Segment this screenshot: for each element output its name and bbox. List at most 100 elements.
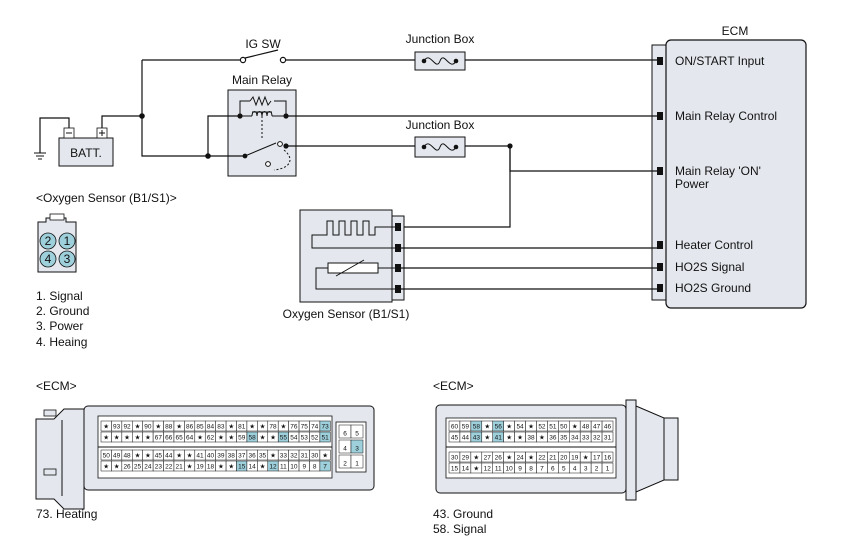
battery-positive-wire xyxy=(101,115,142,128)
o2-sensor-box xyxy=(299,209,393,303)
o2-sensor-terminals xyxy=(395,223,401,293)
sensor-pin-3: 3 xyxy=(64,252,71,266)
pin-number: 44 xyxy=(462,435,470,442)
pin-number: 10 xyxy=(290,464,298,471)
pin-number: 27 xyxy=(484,455,492,462)
pin-number: 39 xyxy=(217,453,225,460)
ecm-right-connector-body xyxy=(435,399,679,501)
junction-box-2-fuse xyxy=(414,136,466,158)
ground-symbol xyxy=(34,117,70,160)
pin-number: 67 xyxy=(155,435,163,442)
pin-number: 46 xyxy=(604,424,612,431)
pin-number: 3 xyxy=(355,446,359,453)
pin-number: 38 xyxy=(228,453,236,460)
pin-number: ★ xyxy=(506,454,512,462)
ecm-right-legend-1: 43. Ground xyxy=(433,507,493,521)
pin-number: 3 xyxy=(584,466,588,473)
pin-number: 32 xyxy=(290,453,298,460)
pin-number: ★ xyxy=(187,452,193,460)
pin-number: 22 xyxy=(165,464,173,471)
pin-number: ★ xyxy=(484,423,490,431)
pin-number: 6 xyxy=(343,431,347,438)
sensor-legend-2: 2. Ground xyxy=(36,304,89,318)
pin-number: 64 xyxy=(186,435,194,442)
junction-box-1-label: Junction Box xyxy=(406,32,475,46)
pin-number: ★ xyxy=(322,452,328,460)
pin-number: ★ xyxy=(260,434,266,442)
ecm-pin-power: Power xyxy=(675,177,709,191)
ecm-left-legend-1: 73. Heating xyxy=(36,507,97,521)
pin-number: 22 xyxy=(538,455,546,462)
pin-number: 33 xyxy=(280,453,288,460)
pin-number: ★ xyxy=(583,454,589,462)
pin-number: 21 xyxy=(176,464,184,471)
pin-number: 52 xyxy=(311,435,319,442)
pin-number: 4 xyxy=(573,466,577,473)
pin-number: 35 xyxy=(560,435,568,442)
pin-number: 2 xyxy=(343,461,347,468)
pin-number: 30 xyxy=(451,455,459,462)
pin-number: 65 xyxy=(176,435,184,442)
pin-number: 11 xyxy=(495,466,502,473)
ecm-pin-ho2s-ground: HO2S Ground xyxy=(675,281,751,295)
pin-number: 15 xyxy=(451,466,459,473)
relay-coil xyxy=(239,95,287,140)
pin-number: 24 xyxy=(144,464,152,471)
pin-number: ★ xyxy=(103,423,109,431)
junction-box-1-fuse xyxy=(414,51,466,71)
pin-number: 31 xyxy=(604,435,612,442)
ecm-box xyxy=(665,39,807,309)
sensor-connector-face xyxy=(37,213,77,273)
pin-number: 35 xyxy=(259,453,267,460)
pin-number: 51 xyxy=(549,424,557,431)
pin-number: 15 xyxy=(238,464,246,471)
pin-number: 12 xyxy=(484,466,492,473)
pin-number: 6 xyxy=(551,466,555,473)
pin-number: 78 xyxy=(269,424,277,431)
pin-number: 19 xyxy=(571,455,579,462)
pin-number: ★ xyxy=(145,434,151,442)
pin-number: 30 xyxy=(311,453,319,460)
pin-number: 92 xyxy=(123,424,131,431)
pin-number: 59 xyxy=(462,424,470,431)
pin-number: 32 xyxy=(593,435,601,442)
pin-number: ★ xyxy=(249,423,255,431)
ecm-pin-main-relay-control: Main Relay Control xyxy=(675,109,777,123)
sensor-power-wire xyxy=(400,146,511,228)
pin-cell xyxy=(601,451,614,463)
pin-cell xyxy=(350,454,364,469)
pin-number: 24 xyxy=(516,455,524,462)
pin-number: 62 xyxy=(207,435,215,442)
pin-cell xyxy=(319,449,331,461)
ecm-pin-main-relay-on: Main Relay 'ON' xyxy=(675,164,761,178)
pin-number: 50 xyxy=(103,453,111,460)
sensor-pin-4: 4 xyxy=(45,252,52,266)
pin-number: 16 xyxy=(604,455,612,462)
pin-number: 1 xyxy=(606,466,610,473)
pin-number: 36 xyxy=(249,453,257,460)
pin-number: ★ xyxy=(135,434,141,442)
pin-number: ★ xyxy=(228,434,234,442)
pin-number: 7 xyxy=(323,464,327,471)
pin-cell xyxy=(601,431,614,443)
pin-number: 58 xyxy=(473,424,481,431)
pin-number: 40 xyxy=(207,453,215,460)
pin-number: 9 xyxy=(518,466,522,473)
pin-number: ★ xyxy=(176,423,182,431)
pin-number: 86 xyxy=(186,424,194,431)
ecm-terminals xyxy=(657,57,663,292)
pin-number: 20 xyxy=(560,455,568,462)
pin-number: ★ xyxy=(517,434,523,442)
pin-number: 56 xyxy=(495,424,503,431)
pin-number: ★ xyxy=(260,463,266,471)
pin-number: ★ xyxy=(506,434,512,442)
pin-number: 26 xyxy=(495,455,503,462)
pin-number: 26 xyxy=(123,464,131,471)
pin-number: ★ xyxy=(280,423,286,431)
pin-cell xyxy=(319,420,331,432)
pin-number: ★ xyxy=(155,423,161,431)
pin-cell xyxy=(319,460,331,472)
